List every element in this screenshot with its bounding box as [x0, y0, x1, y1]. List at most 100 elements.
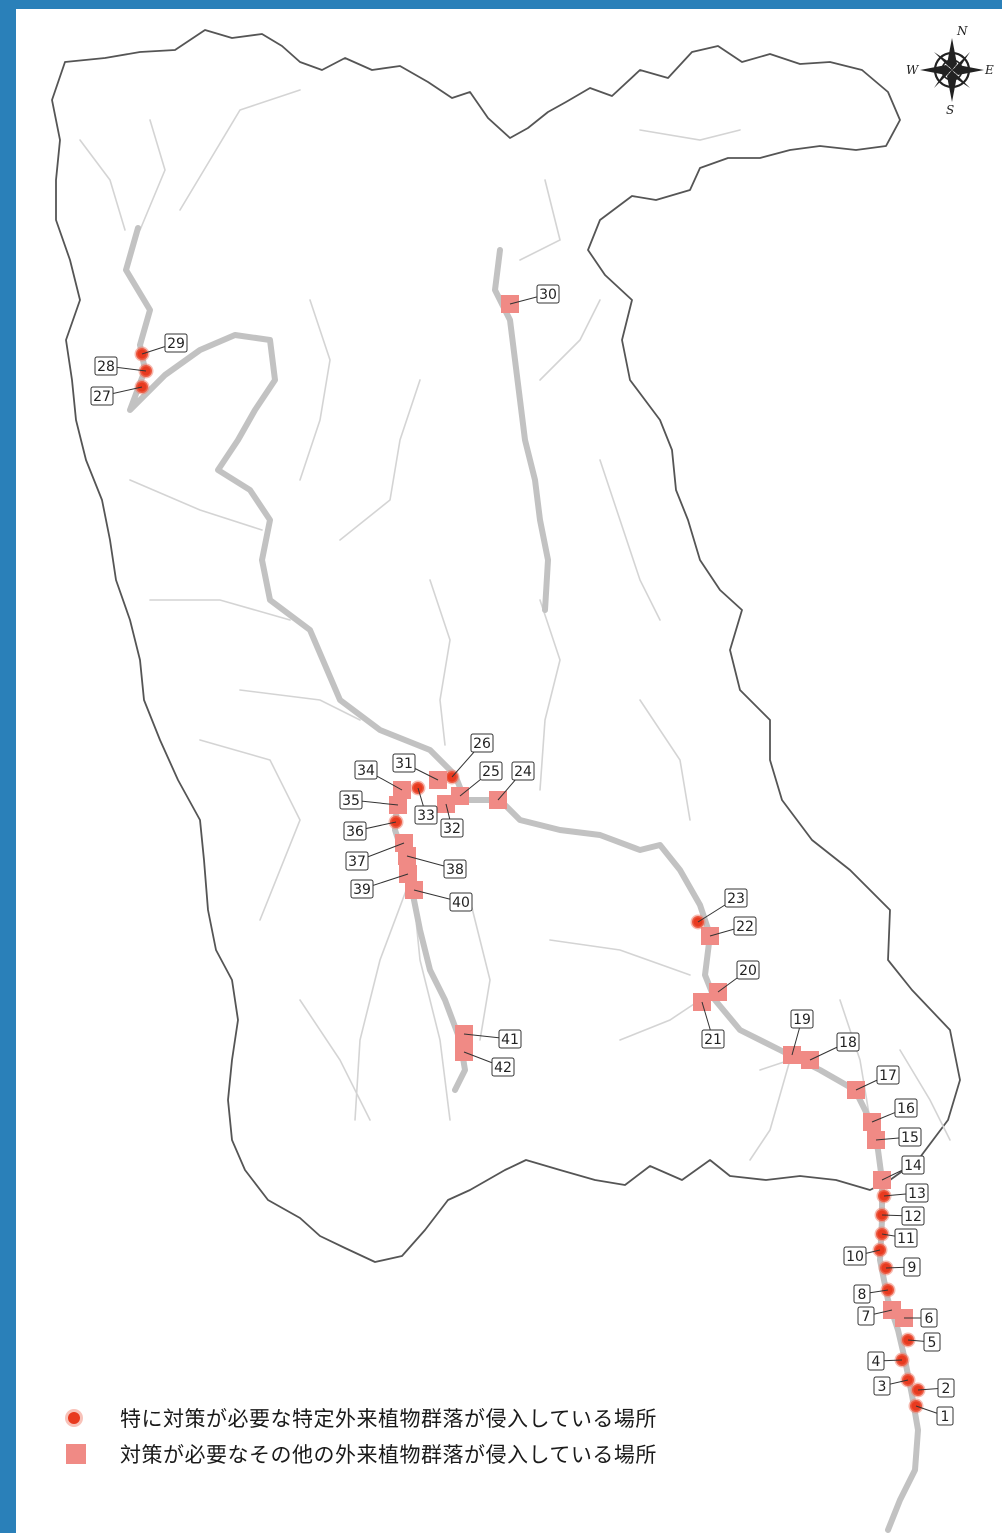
site-label-text: 37: [348, 854, 366, 870]
site-label-text: 41: [501, 1032, 519, 1048]
site-label-text: 28: [97, 359, 115, 375]
site-label-text: 1: [941, 1409, 950, 1425]
site-label: 32: [440, 818, 464, 838]
site-label: 5: [923, 1332, 941, 1352]
site-label: 34: [354, 760, 378, 780]
tributary-upper-2: [339, 379, 421, 541]
tributary-south-2: [619, 999, 701, 1041]
site-label: 13: [905, 1183, 929, 1203]
site-label-text: 38: [446, 862, 464, 878]
legend-priority: 特に対策が必要な特定外来植物群落が侵入している場所: [60, 1402, 760, 1434]
site-label: 33: [414, 805, 438, 825]
tributary-branch-1: [354, 879, 411, 1121]
site-label: 23: [724, 888, 748, 908]
site-label-text: 34: [357, 763, 375, 779]
site-label: 16: [894, 1098, 918, 1118]
site-label: 20: [736, 960, 760, 980]
frame-left-border: [0, 0, 16, 1533]
site-label: 10: [843, 1246, 867, 1266]
tributary-south-5: [899, 1049, 951, 1141]
site-label: 4: [867, 1351, 885, 1371]
site-label: 14: [901, 1155, 925, 1175]
site-label-text: 30: [539, 287, 557, 303]
site-label-text: 8: [858, 1287, 867, 1303]
site-label: 19: [790, 1009, 814, 1029]
site-label: 2: [937, 1378, 955, 1398]
main-rivers: [123, 225, 921, 1533]
site-label-text: 16: [897, 1101, 915, 1117]
site-label: 15: [898, 1127, 922, 1147]
site-label-text: 12: [904, 1209, 922, 1225]
tributary-east-2: [639, 129, 741, 141]
compass-south-label: S: [946, 103, 954, 117]
site-labels: 1234567891011121314151617181920212223242…: [90, 284, 955, 1426]
site-label-text: 14: [904, 1158, 922, 1174]
site-label-text: 26: [473, 736, 491, 752]
site-label-text: 18: [839, 1035, 857, 1051]
site-label-text: 25: [482, 764, 500, 780]
site-label-text: 33: [417, 808, 435, 824]
site-label-text: 15: [901, 1130, 919, 1146]
site-label: 36: [343, 821, 367, 841]
tributary-east-5: [539, 599, 561, 791]
tributary-south-4: [839, 999, 871, 1121]
site-label-text: 3: [878, 1379, 887, 1395]
site-label: 22: [733, 916, 757, 936]
compass-west-label: W: [906, 63, 920, 77]
compass-east-label: E: [984, 63, 994, 77]
site-label: 6: [920, 1308, 938, 1328]
tributary-upper-1: [299, 299, 331, 481]
tributary-mid-5: [429, 579, 451, 746]
site-label: 7: [857, 1306, 875, 1326]
site-label-text: 27: [93, 389, 111, 405]
site-label-text: 35: [342, 793, 360, 809]
site-label: 25: [479, 761, 503, 781]
tributary-west-1: [79, 139, 126, 231]
site-label: 31: [392, 753, 416, 773]
site-label-text: 21: [704, 1032, 722, 1048]
main-river-trunk: [462, 797, 921, 1533]
site-label: 30: [536, 284, 560, 304]
legend-other: 対策が必要なその他の外来植物群落が侵入している場所: [60, 1438, 760, 1470]
site-label-text: 10: [846, 1249, 864, 1265]
site-label-text: 19: [793, 1012, 811, 1028]
compass-north-label: N: [956, 24, 968, 38]
site-label: 39: [350, 879, 374, 899]
tributary-east-3: [539, 299, 601, 381]
site-label-text: 22: [736, 919, 754, 935]
watershed-boundary: [51, 29, 961, 1263]
legend-other-label: 対策が必要なその他の外来植物群落が侵入している場所: [120, 1443, 657, 1467]
site-label: 37: [345, 851, 369, 871]
site-label: 38: [443, 859, 467, 879]
tributary-south-1: [549, 939, 691, 976]
site-label-text: 40: [452, 895, 470, 911]
site-label: 18: [836, 1032, 860, 1052]
site-label: 42: [491, 1057, 515, 1077]
site-markers: [134, 295, 926, 1414]
legend-priority-label: 特に対策が必要な特定外来植物群落が侵入している場所: [120, 1407, 657, 1431]
tributary-streams: [79, 89, 951, 1161]
site-label-text: 32: [443, 821, 461, 837]
site-label: 9: [903, 1257, 921, 1277]
tributary-mid-4: [199, 739, 301, 921]
site-label: 11: [894, 1228, 918, 1248]
site-label: 21: [701, 1029, 725, 1049]
site-label-text: 2: [942, 1381, 951, 1397]
compass-rose-icon: N E S W: [906, 24, 994, 117]
site-label: 24: [511, 761, 535, 781]
site-label-text: 20: [739, 963, 757, 979]
site-label: 12: [901, 1206, 925, 1226]
site-label-text: 17: [879, 1068, 897, 1084]
site-label-text: 4: [872, 1354, 881, 1370]
other-marker-icon: [66, 1444, 86, 1464]
site-label-text: 11: [897, 1231, 915, 1247]
site-label-text: 9: [908, 1260, 917, 1276]
tributary-branch-3: [299, 999, 371, 1121]
site-label-text: 24: [514, 764, 532, 780]
tributary-south-3: [749, 1058, 792, 1161]
tributary-east-1: [519, 179, 561, 261]
site-label-text: 5: [928, 1335, 937, 1351]
site-label: 27: [90, 386, 114, 406]
site-label-text: 29: [167, 336, 185, 352]
